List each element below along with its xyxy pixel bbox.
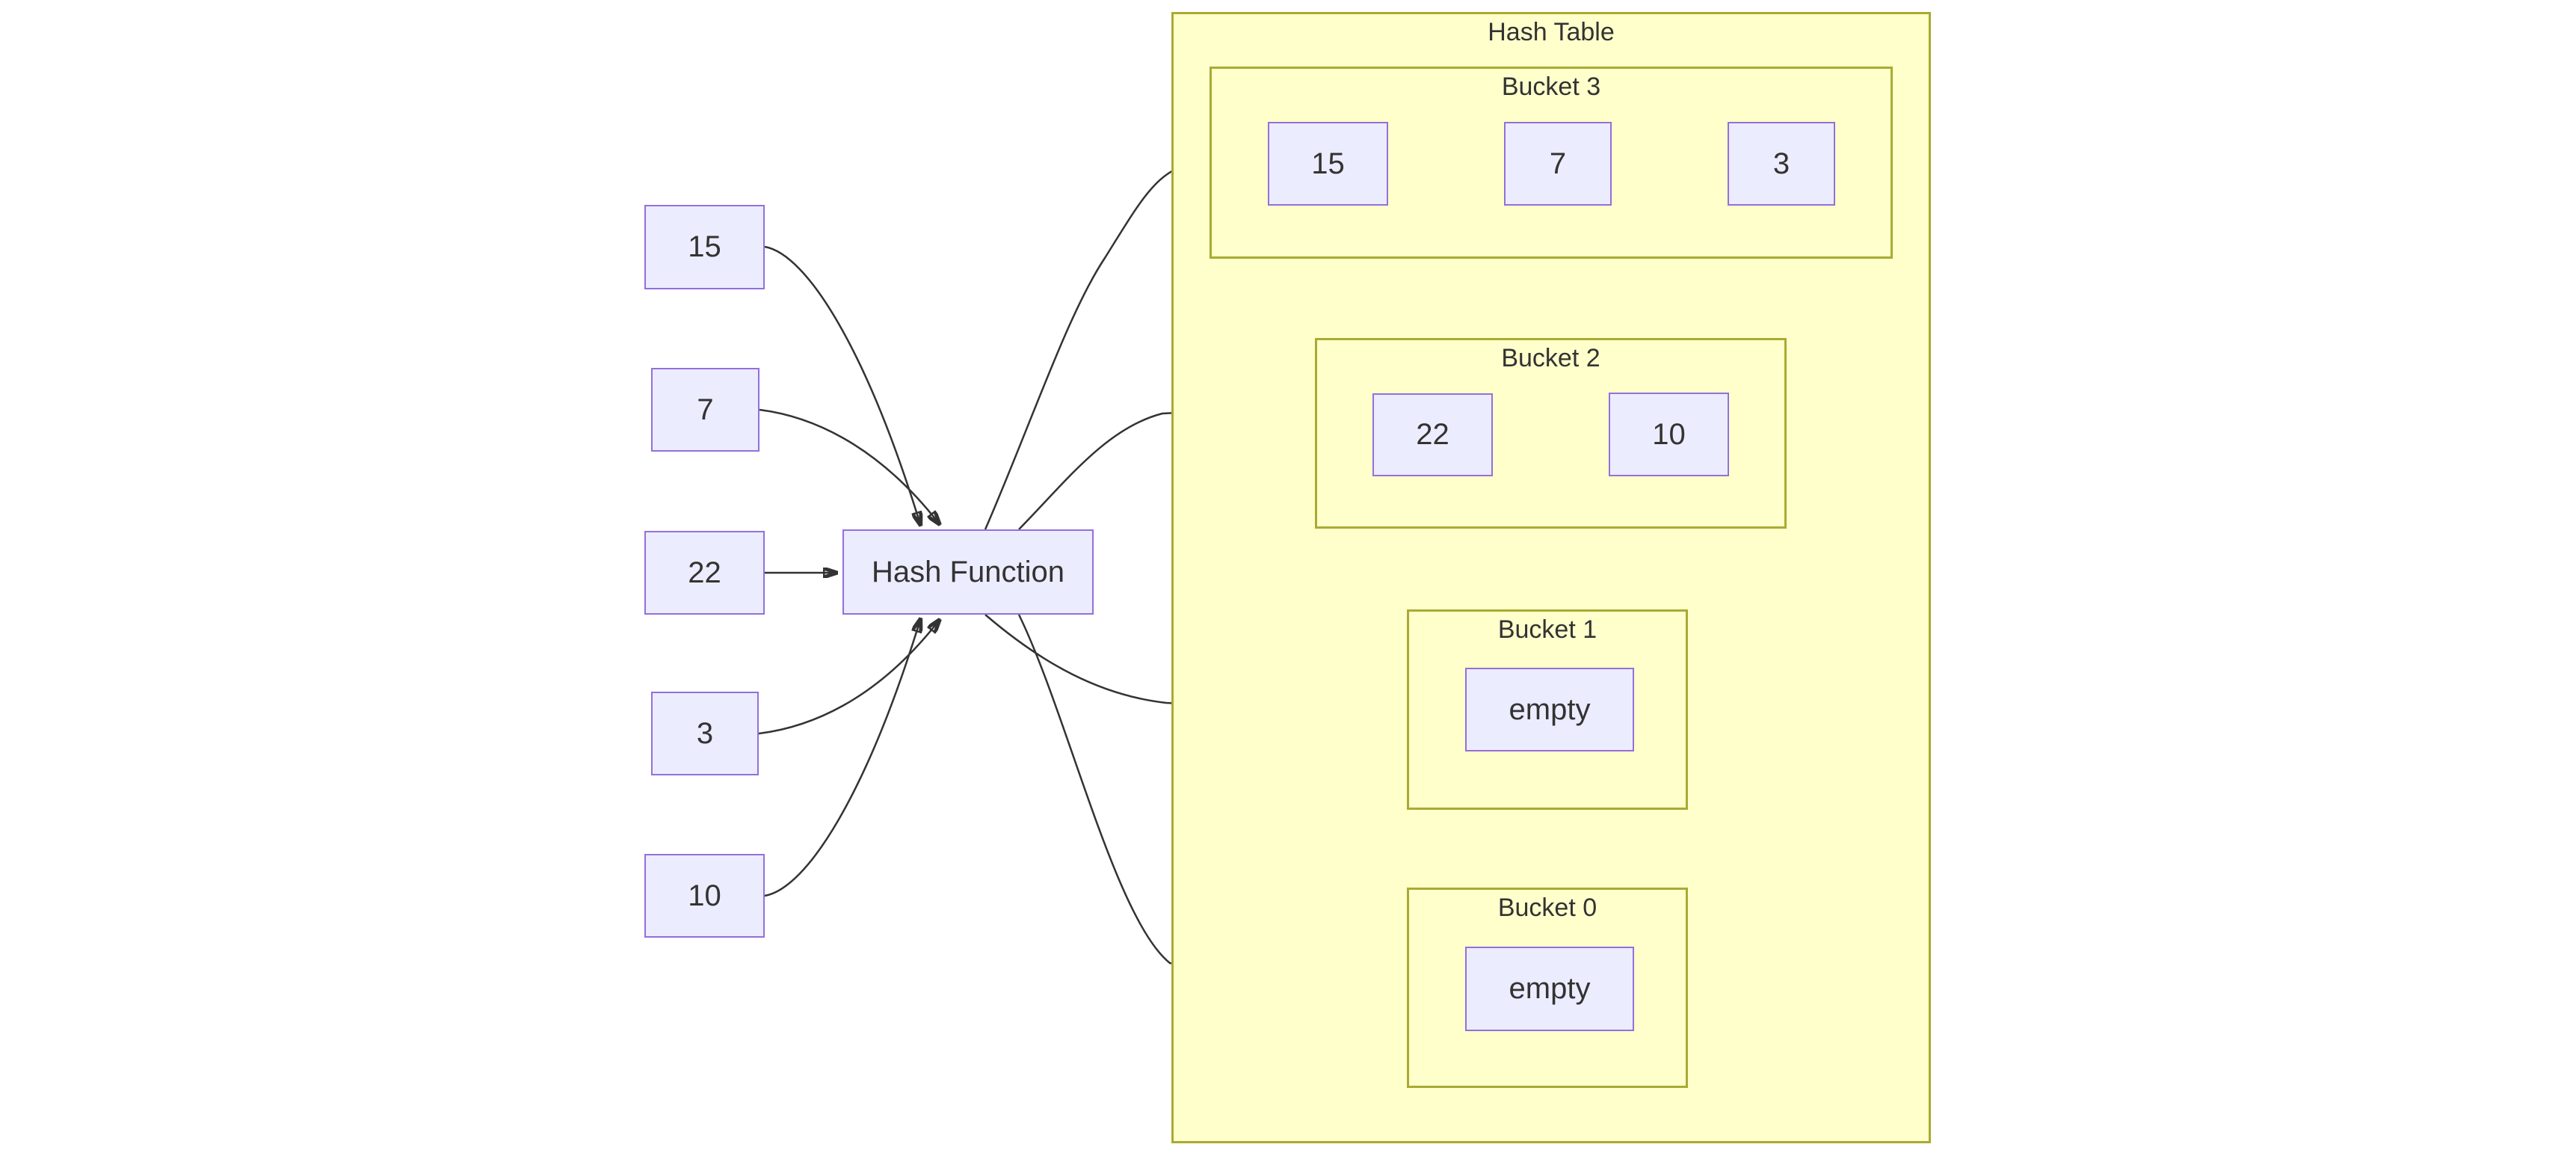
bucket-0-node-empty: empty (1465, 947, 1634, 1031)
bucket-3-node-7: 7 (1504, 122, 1612, 206)
input-node-7: 7 (651, 368, 759, 452)
bucket-1-title: Bucket 1 (1497, 615, 1597, 644)
input-node-22: 22 (644, 531, 765, 615)
bucket-3-node-15: 15 (1268, 122, 1388, 206)
bucket-3-title: Bucket 3 (1501, 73, 1601, 101)
hash-function-node: Hash Function (842, 529, 1094, 615)
bucket-1-node-empty: empty (1465, 668, 1634, 751)
edge-input-15-to-hash-function (764, 245, 920, 524)
bucket-0-title: Bucket 0 (1497, 894, 1597, 922)
edge-hash-function-to-bucket-3 (984, 163, 1205, 530)
edge-input-3-to-hash-function (758, 621, 939, 735)
input-node-10: 10 (644, 854, 765, 938)
edge-input-7-to-hash-function (759, 408, 939, 523)
hash-table-title: Hash Table (1488, 18, 1615, 46)
input-node-3: 3 (651, 692, 759, 775)
bucket-2-node-10: 10 (1609, 393, 1729, 476)
bucket-2-title: Bucket 2 (1501, 344, 1600, 372)
input-node-15: 15 (644, 205, 765, 289)
bucket-2-node-22: 22 (1372, 393, 1493, 476)
edge-input-10-to-hash-function (764, 620, 920, 897)
bucket-3-node-3: 3 (1728, 122, 1835, 206)
